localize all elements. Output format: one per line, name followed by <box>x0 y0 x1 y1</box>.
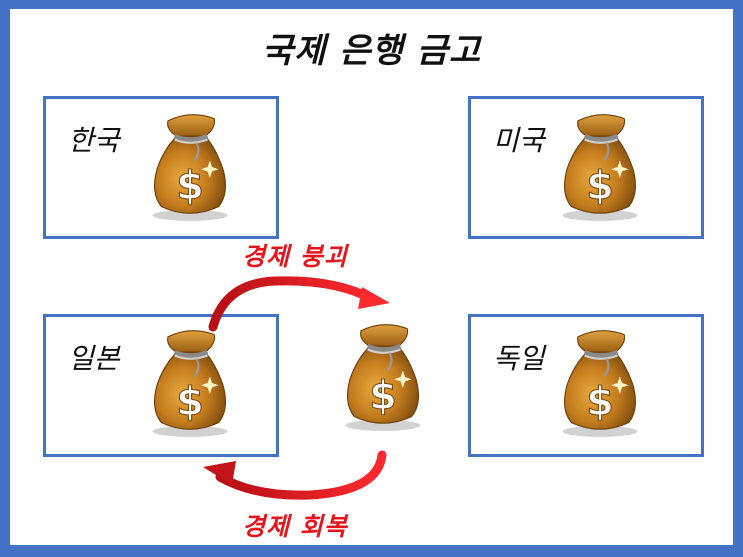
collapse-arrowhead <box>358 287 390 309</box>
vault-label-germany: 독일 <box>493 342 545 375</box>
slide: 국제 은행 금고 한국 미국 일본 독일 경제 붕괴 경제 회복 <box>10 9 733 545</box>
vault-label-korea: 한국 <box>68 124 120 157</box>
page-title: 국제 은행 금고 <box>261 31 482 71</box>
recovery-arrow <box>215 450 387 500</box>
flow-arrows <box>203 276 390 500</box>
recovery-arrowhead <box>203 461 236 485</box>
flow-label-recovery: 경제 회복 <box>242 512 348 541</box>
vault-label-japan: 일본 <box>68 342 120 375</box>
vault-label-usa: 미국 <box>493 124 545 157</box>
collapse-arrow <box>208 276 377 332</box>
flow-label-collapse: 경제 붕괴 <box>242 242 348 271</box>
